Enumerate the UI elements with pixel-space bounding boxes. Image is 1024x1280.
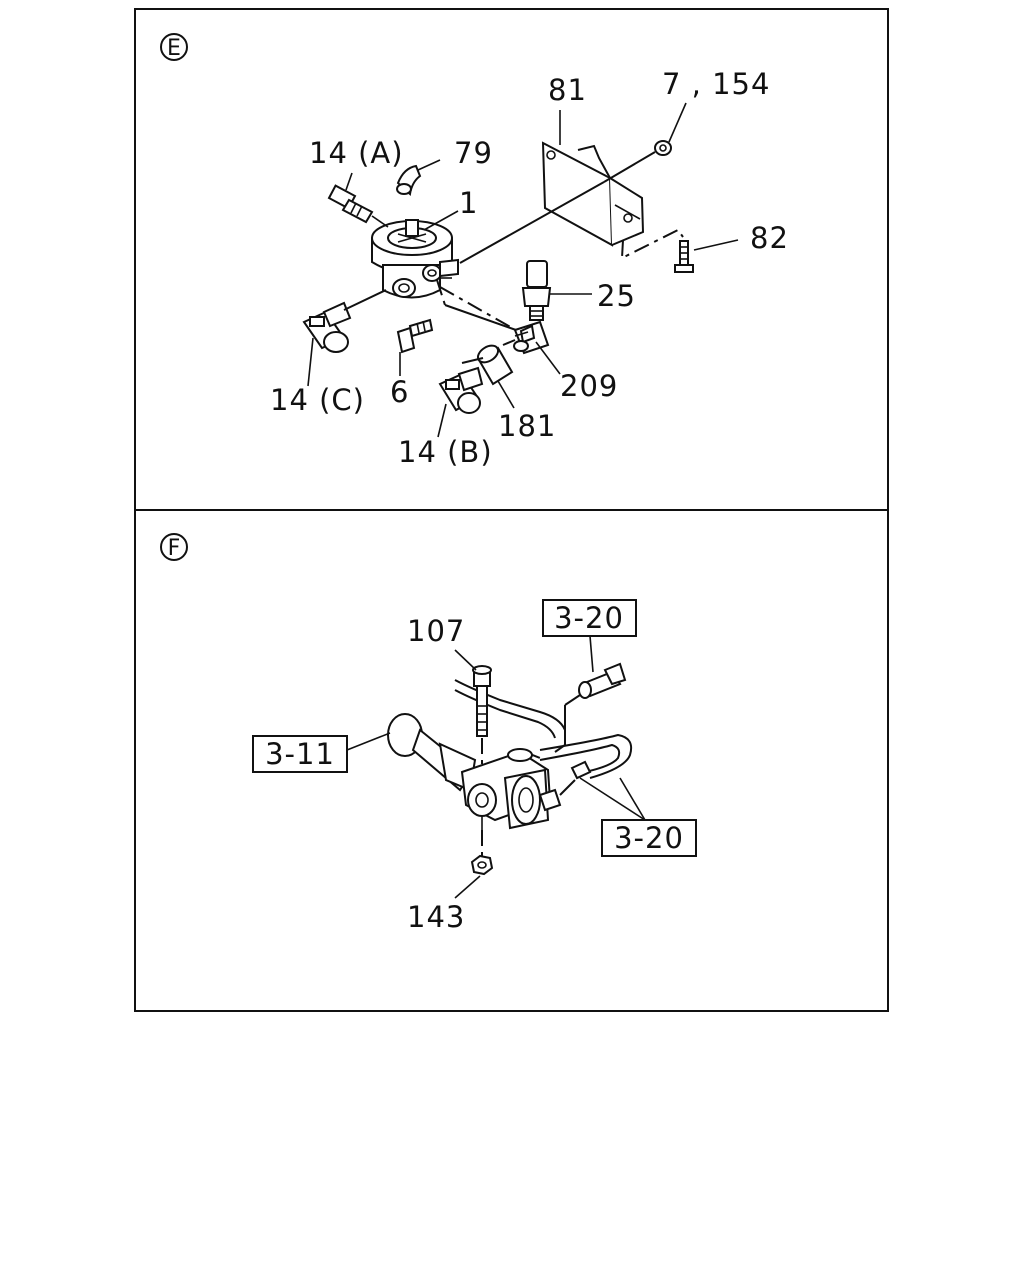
shift-valve-body: [460, 748, 592, 830]
label-25: 25: [597, 279, 636, 313]
panel-e: E: [134, 8, 889, 511]
sensor-25: [521, 260, 552, 321]
section-mark-f-circle: [160, 533, 188, 561]
label-181: 181: [498, 409, 556, 443]
tee-209: [513, 320, 550, 355]
label-143: 143: [407, 900, 465, 934]
tubes: [454, 679, 633, 779]
fitting-14a: [327, 184, 374, 224]
leader-lines-e: [307, 102, 739, 438]
label-14c: 14 (C): [270, 383, 365, 417]
label-14a: 14 (A): [309, 136, 404, 170]
leader-lines-f: [346, 635, 646, 899]
label-81: 81: [548, 73, 587, 107]
fitting-79: [396, 164, 422, 196]
label-14b: 14 (B): [398, 435, 493, 469]
nut-143: [470, 830, 494, 876]
label-1: 1: [459, 186, 478, 220]
nut-7-154: [654, 140, 672, 156]
panel-f-frame: [134, 509, 889, 1012]
bolt-82: [674, 240, 694, 273]
reference-3-20-bottom: 3-20: [614, 821, 684, 855]
label-209: 209: [560, 369, 618, 403]
bolt-6: [396, 318, 434, 354]
fitting-3-20-top: [578, 662, 627, 699]
bracket-bolt-path: [620, 228, 684, 260]
label-82: 82: [750, 221, 789, 255]
label-7-154: 7 , 154: [662, 67, 770, 101]
label-6: 6: [390, 375, 409, 409]
reference-box-top: 3-20: [542, 599, 637, 637]
reference-box-left: 3-11: [252, 735, 348, 773]
panel-f: F: [134, 509, 889, 1012]
section-mark-e: E: [167, 36, 181, 61]
reference-3-20-top: 3-20: [554, 601, 624, 635]
reference-box-bottom: 3-20: [601, 819, 697, 857]
reference-3-11: 3-11: [265, 737, 335, 771]
bracket-81: [541, 141, 645, 247]
section-mark-f: F: [168, 536, 181, 561]
section-mark-e-circle: [160, 33, 188, 61]
label-79: 79: [454, 136, 493, 170]
fitting-14c: [302, 301, 352, 353]
valve-1: [371, 219, 459, 299]
label-107: 107: [407, 614, 465, 648]
fitting-14b: [438, 366, 484, 414]
